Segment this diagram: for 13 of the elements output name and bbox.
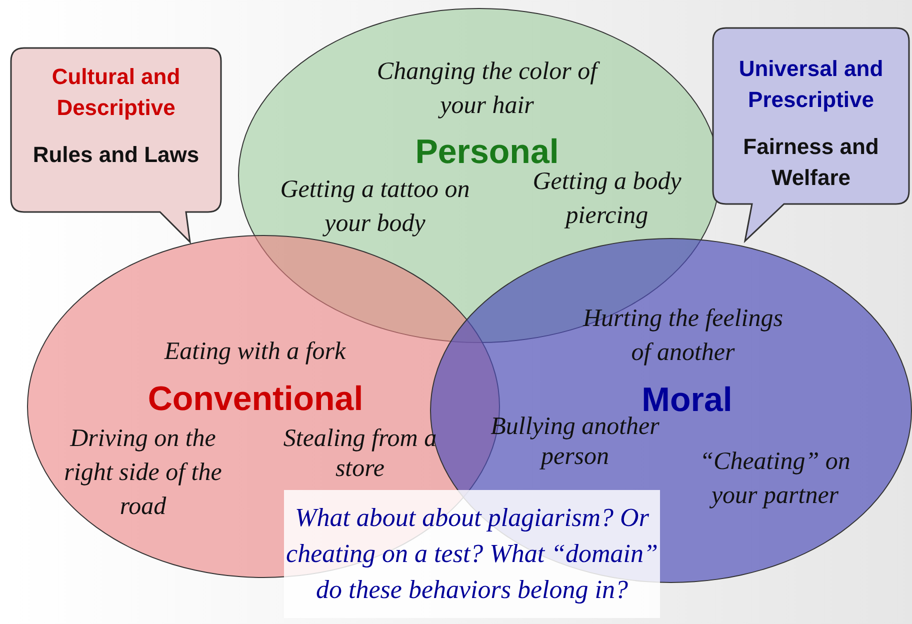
behavior-example: “Cheating” on your partner [698,447,852,511]
behavior-example: Hurting the feelings of another [582,304,784,368]
callout-heading: Cultural and Descriptive [50,63,182,122]
callout-text: Rules and Laws [32,141,200,169]
behavior-example: Driving on the right side of the road [63,424,223,522]
callout-text: Fairness and Welfare [742,133,880,192]
question-text: What about about plagiarism? Or cheating on a test? What “domain” do these behaviors belong in? [285,502,659,606]
behavior-example: Eating with a fork [164,337,346,367]
question-panel [284,490,660,618]
domain-title: Conventional [148,380,364,419]
behavior-example: Changing the color of your hair [362,55,612,123]
behavior-example: Getting a tattoo on your body [279,175,471,239]
callout-heading: Universal and Prescriptive [738,55,884,114]
